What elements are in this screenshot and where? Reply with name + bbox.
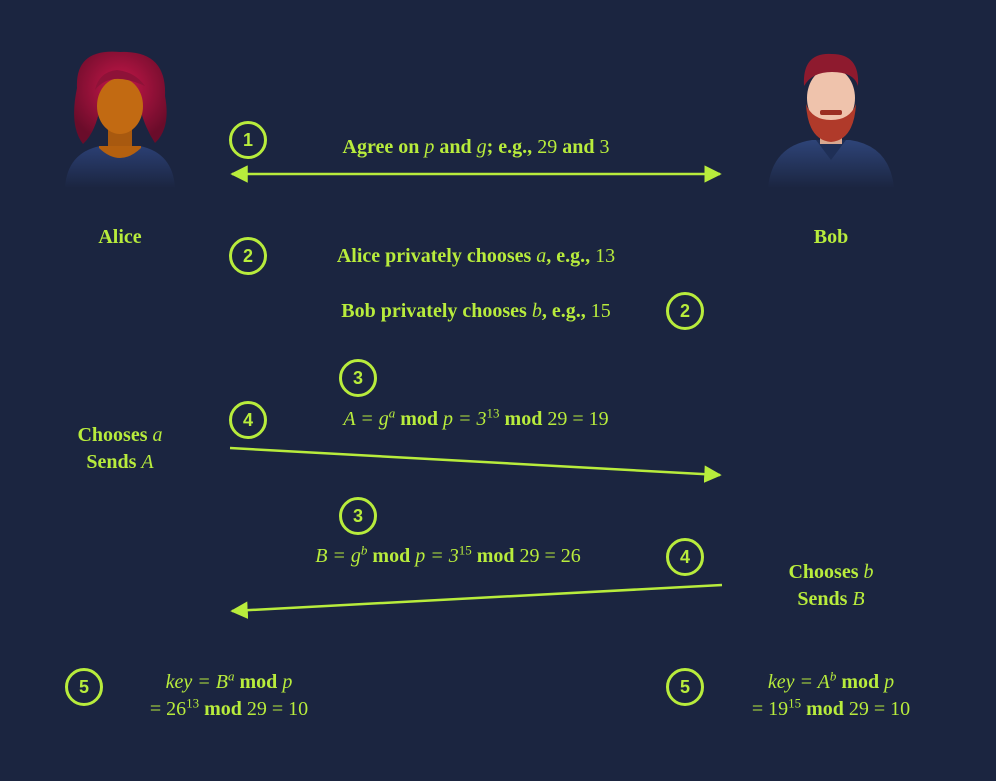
step-2-bob-badge: 2 xyxy=(666,292,704,330)
send-B-arrow xyxy=(230,583,723,619)
bob-avatar-icon xyxy=(768,53,894,188)
equation-A: A = ga mod p = 313 mod 29 = 19 xyxy=(343,405,609,430)
step-3-alice-badge: 3 xyxy=(339,359,377,397)
step-1-badge: 1 xyxy=(229,121,267,159)
step-5-alice-badge: 5 xyxy=(65,668,103,706)
bob-side-label: Chooses b Sends B xyxy=(788,561,874,610)
alice-side-label: Chooses a Sends A xyxy=(77,424,163,473)
alice-key-equation: key = Ba mod p = 2613 mod 29 = 10 xyxy=(149,668,309,720)
step-5-bob-badge: 5 xyxy=(666,668,704,706)
step-3-bob-badge: 3 xyxy=(339,497,377,535)
equation-B: B = gb mod p = 315 mod 29 = 26 xyxy=(315,542,581,567)
step-2-alice-badge: 2 xyxy=(229,237,267,275)
alice-name: Alice xyxy=(98,226,142,248)
step-4-bob-badge: 4 xyxy=(666,538,704,576)
step-4-alice-badge: 4 xyxy=(229,401,267,439)
send-A-arrow xyxy=(229,446,722,483)
alice-avatar-icon xyxy=(65,51,175,188)
bob-key-equation: key = Ab mod p = 1915 mod 29 = 10 xyxy=(751,668,911,720)
bob-chooses-text: Bob privately chooses b, e.g., 15 xyxy=(341,300,611,322)
agree-text: Agree on p and g; e.g., 29 and 3 xyxy=(342,136,610,158)
alice-chooses-text: Alice privately chooses a, e.g., 13 xyxy=(336,245,616,267)
bob-name: Bob xyxy=(813,226,849,248)
